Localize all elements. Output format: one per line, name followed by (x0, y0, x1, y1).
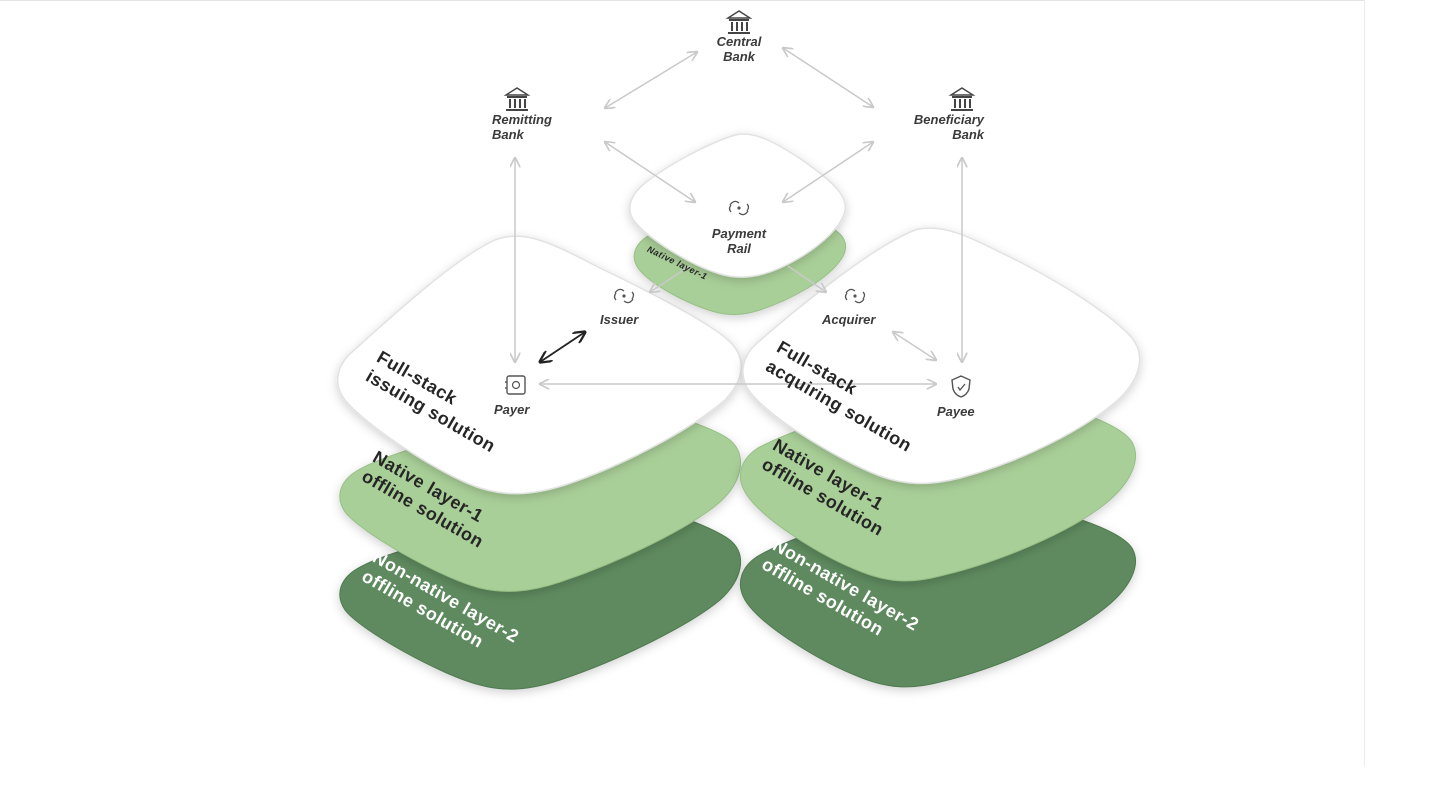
arrow-acquirer-payee (893, 332, 936, 360)
arrow-rail-acquirer (787, 265, 826, 292)
acquirer-label: Acquirer (822, 312, 876, 327)
link-icon (844, 288, 866, 304)
shield-icon (951, 375, 971, 398)
link-icon (613, 288, 635, 304)
payment-rail-label: Payment Rail (711, 226, 767, 256)
issuer-label: Issuer (600, 312, 639, 327)
left-top-layer (336, 235, 742, 495)
arrow-remitting-central (605, 52, 697, 108)
arrow-rail-issuer (650, 265, 691, 292)
beneficiary-bank-label: Beneficiary Bank (913, 112, 984, 142)
arrow-remitting-rail (605, 142, 695, 202)
safe-icon (505, 375, 526, 395)
arrow-central-beneficiary (783, 48, 873, 107)
right-top-layer (742, 227, 1141, 485)
arrow-beneficiary-rail (783, 142, 873, 202)
payer-label: Payer (494, 402, 530, 417)
remitting-bank-label: Remitting Bank (492, 112, 552, 142)
bank-icon (725, 10, 753, 34)
bank-icon (503, 87, 531, 111)
central-bank-label: Central Bank (716, 34, 762, 64)
payee-label: Payee (937, 404, 975, 419)
arrow-issuer-payer (540, 332, 585, 362)
bank-icon (948, 87, 976, 111)
link-icon (728, 200, 750, 216)
